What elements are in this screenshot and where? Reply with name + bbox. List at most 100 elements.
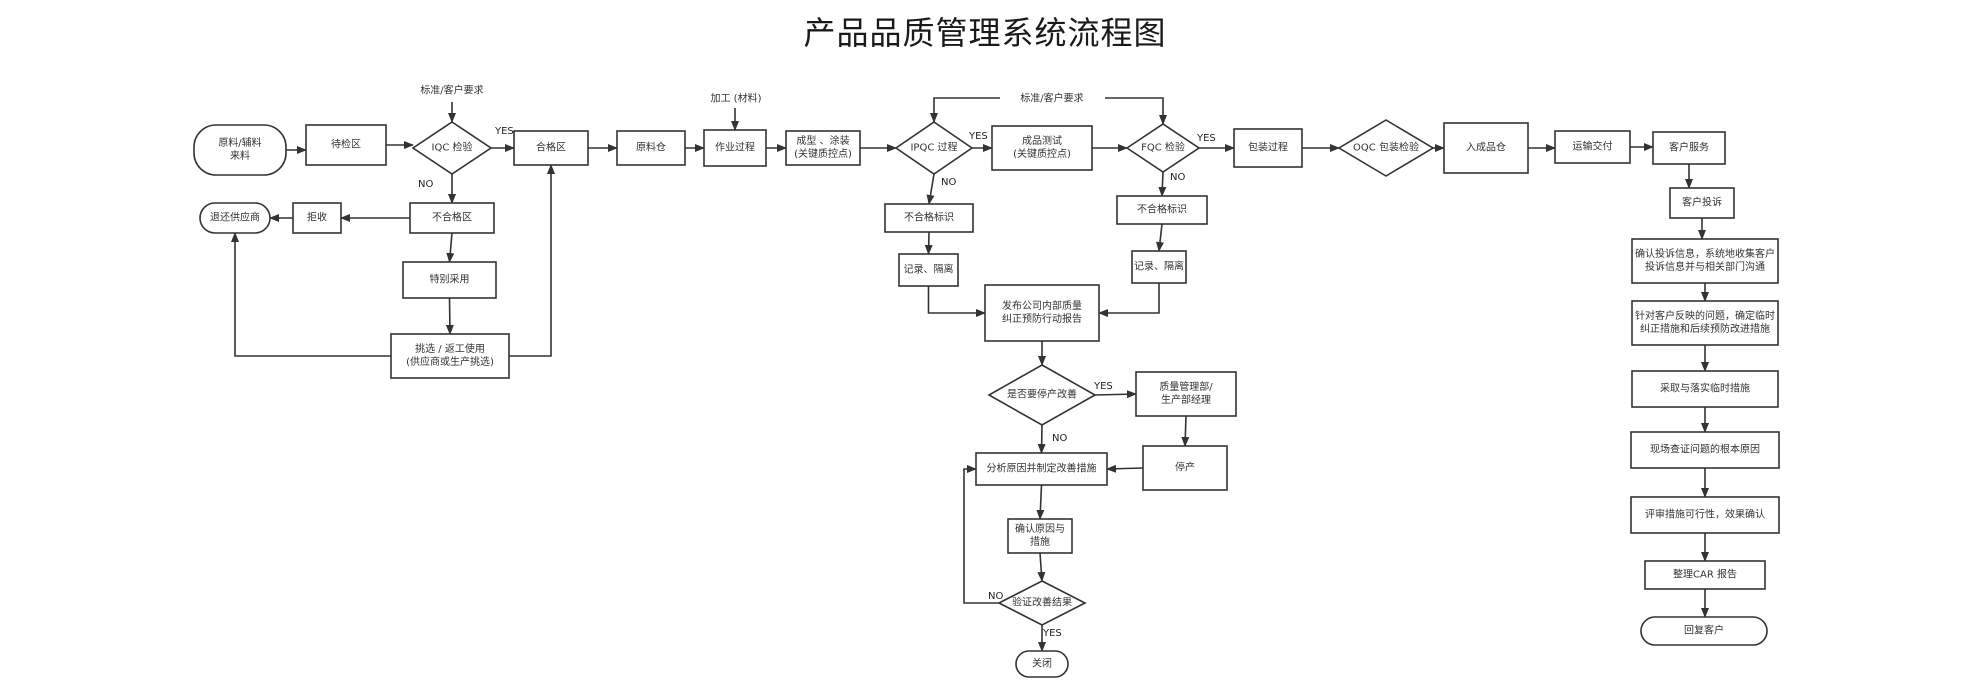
- edge-label-verify-no: NO: [988, 591, 1003, 602]
- node-label: 不合格区: [432, 211, 472, 224]
- process-box: [1630, 431, 1780, 469]
- node-car-report[interactable]: 整理CAR 报告: [1644, 560, 1766, 590]
- node-finished-warehouse[interactable]: 入成品仓: [1443, 122, 1529, 174]
- connector: [1156, 223, 1164, 252]
- node-reply-customer[interactable]: 回复客户: [1640, 616, 1768, 646]
- node-stop-decision[interactable]: 是否要停产改善: [987, 364, 1097, 426]
- node-raw-warehouse[interactable]: 原料仓: [616, 130, 686, 166]
- edge-label-stop-no: NO: [1052, 433, 1067, 444]
- connector: [1094, 390, 1137, 399]
- process-box: [1631, 238, 1779, 284]
- node-implement[interactable]: 采取与落实临时措施: [1631, 370, 1779, 408]
- process-box: [1142, 445, 1228, 491]
- terminal-shape: [1640, 616, 1768, 646]
- node-return-supplier[interactable]: 退还供应商: [199, 202, 271, 234]
- node-unqualified-area[interactable]: 不合格区: [409, 202, 495, 234]
- process-box: [1135, 371, 1237, 417]
- node-customer-service[interactable]: 客户服务: [1652, 131, 1726, 165]
- decision-diamond: [997, 580, 1087, 626]
- process-box: [785, 130, 861, 166]
- node-label: 质量管理部/: [1159, 380, 1213, 393]
- node-label: 生产部经理: [1161, 393, 1211, 406]
- node-label: 整理CAR 报告: [1673, 568, 1737, 581]
- node-reject[interactable]: 拒收: [292, 202, 342, 234]
- process-box: [305, 124, 387, 166]
- node-oqc[interactable]: OQC 包装检验: [1337, 119, 1435, 177]
- node-label: 不合格标识: [904, 211, 954, 224]
- process-box: [1007, 518, 1073, 554]
- node-delivery[interactable]: 运输交付: [1554, 130, 1631, 164]
- node-label: 来料: [230, 149, 250, 162]
- process-box: [616, 130, 686, 166]
- node-work-process[interactable]: 作业过程: [703, 129, 767, 167]
- node-label: 验证改善结果: [1012, 596, 1072, 609]
- edge-label-iqc-yes: YES: [494, 126, 514, 137]
- node-label: 发布公司内部质量: [1002, 299, 1082, 312]
- connector: [1098, 283, 1160, 317]
- edge-label-fqc-no: NO: [1170, 172, 1185, 183]
- node-analyze[interactable]: 分析原因并制定改善措施: [975, 452, 1108, 486]
- node-label: 现场查证问题的根本原因: [1650, 443, 1760, 456]
- process-input-annotation: 加工 (材料): [711, 92, 762, 105]
- connector: [1181, 415, 1190, 447]
- node-label: 成型 、涂装: [796, 134, 849, 147]
- node-verify[interactable]: 验证改善结果: [997, 580, 1087, 626]
- node-label: 合格区: [536, 141, 566, 154]
- node-review[interactable]: 评审措施可行性，效果确认: [1630, 496, 1780, 534]
- node-label: 是否要停产改善: [1007, 388, 1077, 401]
- connector: [231, 232, 391, 357]
- node-fqc-record[interactable]: 记录、隔离: [1131, 250, 1187, 284]
- node-ipqc-nonconform[interactable]: 不合格标识: [884, 203, 974, 233]
- edge-label-verify-yes: YES: [1042, 628, 1062, 639]
- decision-diamond: [987, 364, 1097, 426]
- node-special-use[interactable]: 特别采用: [402, 261, 497, 299]
- process-box: [884, 203, 974, 233]
- node-label: 确认原因与: [1015, 522, 1065, 535]
- node-label: (供应商或生产挑选): [406, 355, 494, 368]
- process-box: [1644, 560, 1766, 590]
- node-label: FQC 检验: [1141, 141, 1185, 154]
- node-label: 不合格标识: [1137, 203, 1187, 216]
- node-iqc[interactable]: IQC 检验: [411, 121, 493, 175]
- node-close[interactable]: 关闭: [1015, 650, 1069, 678]
- process-box: [1443, 122, 1529, 174]
- node-qualified-area[interactable]: 合格区: [513, 130, 589, 166]
- node-product-test[interactable]: 成品测试(关键质控点): [991, 125, 1093, 171]
- connector: [1037, 552, 1046, 582]
- node-fqc-nonconform[interactable]: 不合格标识: [1116, 195, 1208, 225]
- node-stop-production[interactable]: 停产: [1142, 445, 1228, 491]
- node-label: 特别采用: [430, 274, 470, 286]
- node-ipqc[interactable]: IPQC 过程: [894, 121, 974, 175]
- connector: [1158, 171, 1167, 197]
- input-arrow: [1105, 97, 1167, 125]
- connector: [1037, 424, 1046, 454]
- process-box: [513, 130, 589, 166]
- node-ipqc-record[interactable]: 记录、隔离: [898, 253, 959, 287]
- node-label: 措施: [1030, 535, 1050, 548]
- node-fqc[interactable]: FQC 检验: [1125, 123, 1201, 173]
- node-label: 确认投诉信息，系统地收集客户: [1635, 247, 1775, 260]
- node-forming[interactable]: 成型 、涂装(关键质控点): [785, 130, 861, 166]
- decision-diamond: [894, 121, 974, 175]
- node-label: 记录、隔离: [1134, 260, 1184, 273]
- node-packaging[interactable]: 包装过程: [1233, 128, 1303, 168]
- node-pending-inspection[interactable]: 待检区: [305, 124, 387, 166]
- node-root-cause[interactable]: 现场查证问题的根本原因: [1630, 431, 1780, 469]
- node-label: 记录、隔离: [904, 263, 954, 276]
- connector: [1106, 464, 1144, 473]
- node-sort-rework[interactable]: 挑选 / 返工使用(供应商或生产挑选): [390, 333, 510, 379]
- node-label: 回复客户: [1684, 624, 1724, 637]
- edge-label-ipqc-yes: YES: [968, 131, 988, 142]
- node-complaint[interactable]: 客户投诉: [1669, 187, 1735, 219]
- iqc-input-annotation: 标准/客户要求: [420, 84, 483, 97]
- node-label: 待检区: [331, 138, 361, 151]
- node-label: 关闭: [1032, 657, 1052, 670]
- node-qm-manager[interactable]: 质量管理部/生产部经理: [1135, 371, 1237, 417]
